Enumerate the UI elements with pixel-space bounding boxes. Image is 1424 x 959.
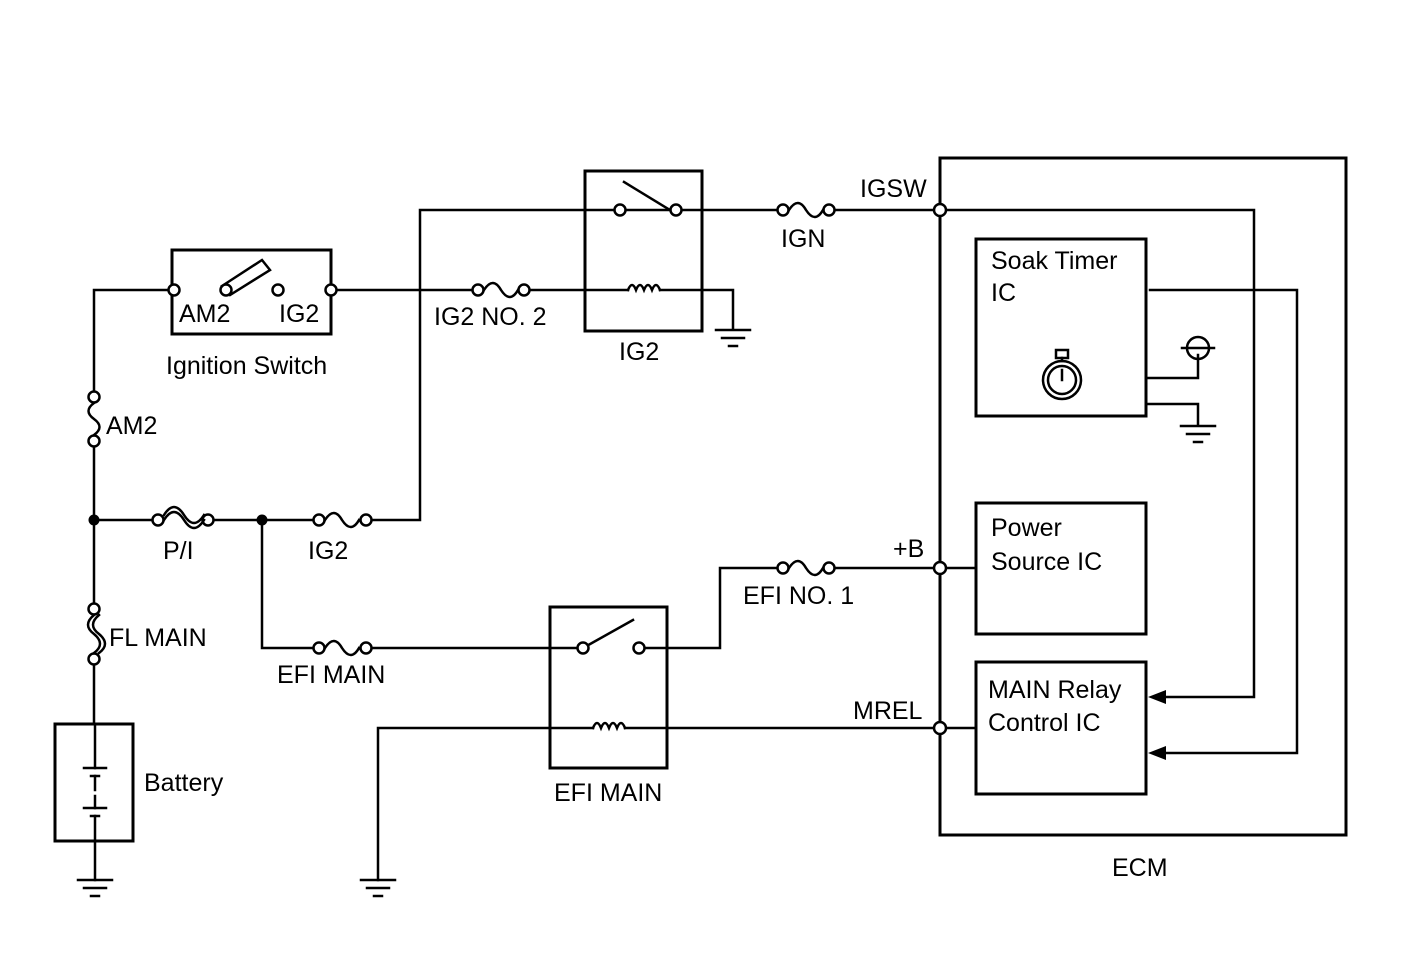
fuse-efi-no1 bbox=[776, 559, 836, 577]
junction-dot bbox=[88, 514, 100, 526]
main-relay-ic-label-line1: MAIN Relay bbox=[988, 676, 1122, 704]
fuse-ign bbox=[776, 201, 836, 219]
soak-timer-ic-box bbox=[974, 237, 1148, 418]
arrow-icon bbox=[1148, 746, 1166, 760]
efi-main-relay-label: EFI MAIN bbox=[554, 779, 662, 807]
ig2-relay bbox=[583, 169, 704, 333]
ig2-switch-terminal-label: IG2 bbox=[279, 300, 319, 328]
ig2-no2-fuse-label: IG2 NO. 2 bbox=[434, 303, 547, 331]
wiring bbox=[92, 208, 1299, 882]
fuse-fl-main bbox=[86, 602, 107, 666]
battery-label: Battery bbox=[144, 769, 224, 797]
fl-main-label: FL MAIN bbox=[109, 624, 207, 652]
am2-switch-terminal-label: AM2 bbox=[179, 300, 230, 328]
efi-main-relay bbox=[548, 605, 669, 770]
plus-b-terminal bbox=[932, 560, 948, 576]
mrel-terminal bbox=[932, 720, 948, 736]
pi-fuse-label: P/I bbox=[163, 537, 194, 565]
power-source-ic-label-line1: Power bbox=[991, 514, 1062, 542]
fuse-ig2-no2 bbox=[471, 281, 531, 299]
efi-main-fuse-label: EFI MAIN bbox=[277, 661, 385, 689]
ign-fuse-label: IGN bbox=[781, 225, 825, 253]
main-relay-ic-label-line2: Control IC bbox=[988, 709, 1101, 737]
stopwatch-icon bbox=[1041, 348, 1083, 401]
ground-icon bbox=[1179, 424, 1217, 444]
fuse-efi-main bbox=[312, 639, 373, 657]
ground-icon bbox=[76, 878, 114, 898]
junction-dot bbox=[256, 514, 268, 526]
plus-b-label: +B bbox=[893, 535, 924, 563]
mrel-label: MREL bbox=[853, 697, 923, 725]
ignition-switch-label: Ignition Switch bbox=[166, 352, 327, 380]
am2-fuse-label: AM2 bbox=[106, 412, 157, 440]
igsw-label: IGSW bbox=[860, 175, 927, 203]
igsw-terminal bbox=[932, 202, 948, 218]
efi-no1-fuse-label: EFI NO. 1 bbox=[743, 582, 854, 610]
ecm-box bbox=[938, 156, 1348, 837]
battery bbox=[53, 722, 135, 843]
soak-timer-label-line2: IC bbox=[991, 279, 1016, 307]
ecm-label: ECM bbox=[1112, 854, 1168, 882]
ground-icon bbox=[359, 878, 397, 898]
power-supply-icon bbox=[1180, 335, 1216, 361]
arrow-icon bbox=[1148, 690, 1166, 704]
soak-timer-label-line1: Soak Timer bbox=[991, 247, 1117, 275]
fuse-pi bbox=[151, 505, 215, 530]
power-source-ic-label-line2: Source IC bbox=[991, 548, 1102, 576]
ignition-switch bbox=[167, 248, 338, 336]
fuse-ig2 bbox=[312, 511, 373, 529]
ground-icon bbox=[714, 328, 752, 348]
fuse-am2 bbox=[87, 390, 101, 448]
ig2-fuse-label: IG2 bbox=[308, 537, 348, 565]
ig2-relay-label: IG2 bbox=[619, 338, 659, 366]
